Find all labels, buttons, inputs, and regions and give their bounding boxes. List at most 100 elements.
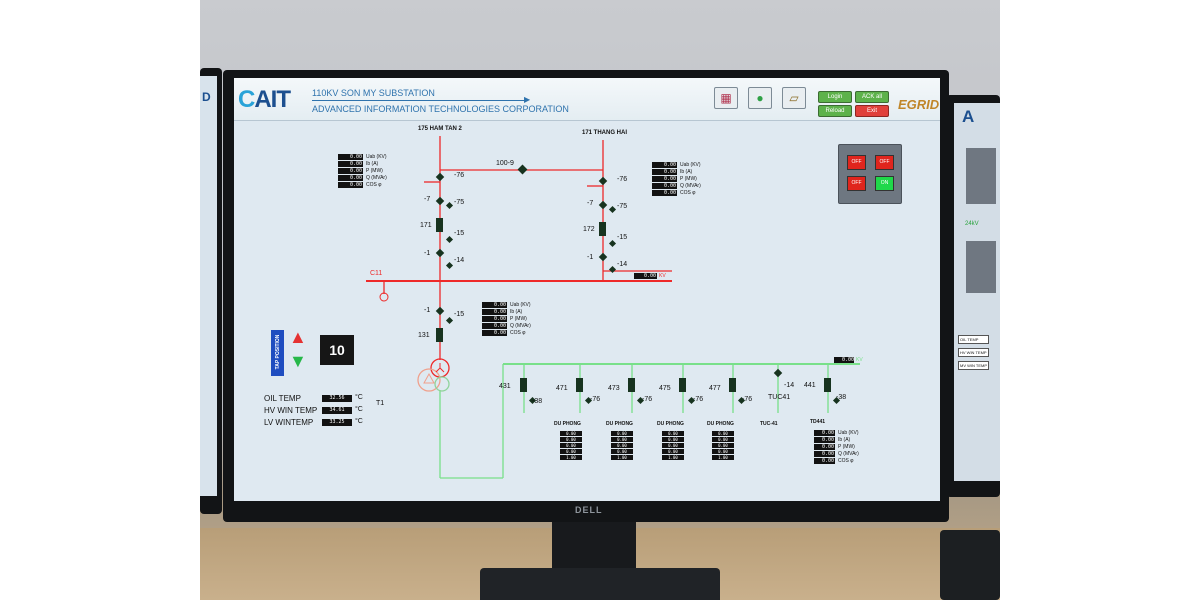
meas-right-q: 0.00 (652, 183, 677, 189)
diagram-view-button[interactable]: ▦ (714, 87, 738, 109)
alarm-cell-4[interactable]: ON (875, 176, 894, 191)
earth-473 (636, 396, 645, 405)
lv-stack-477-v4: 0.00 (712, 449, 734, 454)
meas-right-uab: 0.00 (652, 162, 677, 168)
lv-name-441: TD441 (810, 419, 826, 425)
app-header: CAIT 110KV SON MY SUBSTATION ADVANCED IN… (234, 78, 940, 121)
oil-temp-value: 32.56 (322, 395, 352, 402)
reload-button[interactable]: Reload (818, 105, 852, 117)
meas-left-ib: 0.00 (338, 161, 363, 167)
lv-stack-475-v1: 0.00 (662, 431, 684, 436)
left-monitor-logo: D (202, 90, 211, 104)
meas-left-uab-label: Uab (KV) (366, 154, 387, 160)
document-icon: ▱ (789, 91, 799, 105)
iso-left-7 (435, 196, 445, 206)
t1-iso-1-label: -1 (424, 307, 431, 314)
earth-131-15 (445, 316, 454, 325)
alarm-cell-3[interactable]: OFF (847, 176, 866, 191)
meas-t1-cos: 0.00 (482, 330, 507, 336)
oil-temp-label: OIL TEMP (264, 394, 301, 403)
earth-475 (687, 396, 696, 405)
right-temp-label-3: MV WIN TEMP (958, 361, 990, 370)
lv-stack-471-v4: 0.00 (560, 449, 582, 454)
iso-right-1 (598, 252, 608, 262)
meas-441-cos: 0.00 (814, 458, 835, 464)
breaker-477 (729, 378, 736, 392)
left-breaker-label: 171 (420, 222, 432, 229)
right-alarm-box-1 (966, 148, 996, 204)
right-monitor-logo: A (962, 107, 975, 126)
meas-left-cos: 0.00 (338, 182, 363, 188)
right-monitor-screen: A 24kV OIL TEMP HV WIN TEMP MV WIN TEMP (954, 103, 1000, 481)
right-temp-label-1: OIL TEMP (958, 335, 990, 344)
right-monitor: A 24kV OIL TEMP HV WIN TEMP MV WIN TEMP (946, 95, 1000, 497)
earth-431 (528, 396, 537, 405)
lv-stack-473-v4: 0.00 (611, 449, 633, 454)
lv-iso-441: -38 (836, 394, 847, 401)
meas-441-uab: 0.00 (814, 430, 835, 436)
tap-position-text: TAP POSITION (275, 334, 281, 370)
right-bus-readout: 0.00 KV (634, 273, 666, 279)
iso-left-1 (435, 248, 445, 258)
right-iso-75-label: -75 (617, 203, 628, 210)
single-line-diagram (366, 136, 860, 479)
meas-441-uab-label: Uab (KV) (838, 430, 859, 436)
lv-iso-tuc41-14: -14 (784, 382, 795, 389)
meas-right-ib: 0.00 (652, 169, 677, 175)
lv-iso-475: -76 (693, 396, 704, 403)
lv-breaker-441: 441 (804, 382, 816, 389)
meas-t1-uab-label: Uab (KV) (510, 302, 531, 308)
feeder-right-name: 171 THANG HAI (582, 130, 628, 136)
report-view-button[interactable]: ▱ (782, 87, 806, 109)
meas-left-p-label: P (MW) (366, 168, 383, 174)
hv-win-temp-label: HV WIN TEMP (264, 406, 318, 415)
earth-477 (737, 396, 746, 405)
right-temp-list: OIL TEMP HV WIN TEMP MV WIN TEMP (958, 335, 990, 370)
meas-441-ib-label: Ib (A) (838, 437, 851, 443)
left-iso-7-label: -7 (424, 196, 431, 203)
alarm-cell-2[interactable]: OFF (875, 155, 894, 170)
earth-right-14 (608, 265, 617, 274)
earth-left-15 (445, 235, 454, 244)
lv-iso-471: -76 (590, 396, 601, 403)
left-iso-15-label: -15 (454, 230, 465, 237)
meas-t1-q: 0.00 (482, 323, 507, 329)
alarm-view-button[interactable]: ● (748, 87, 772, 109)
breaker-471 (576, 378, 583, 392)
lv-stack-475-v3: 0.00 (662, 443, 684, 448)
meas-t1-ib-label: Ib (A) (510, 309, 523, 315)
left-iso-75-label: -75 (454, 199, 465, 206)
lv-stack-477-v2: 0.00 (712, 437, 734, 442)
exit-button[interactable]: Exit (855, 105, 889, 117)
right-iso-15-label: -15 (617, 234, 628, 241)
meas-right-p-label: P (MW) (680, 176, 697, 182)
login-button[interactable]: Login (818, 91, 852, 103)
meas-left-p: 0.00 (338, 168, 363, 174)
meas-left-q-label: Q (MVAr) (366, 175, 387, 181)
left-monitor: D (200, 68, 222, 514)
meas-441-ib: 0.00 (814, 437, 835, 443)
main-monitor: DELL CAIT 110KV SON MY SUBSTATION ADVANC… (223, 70, 949, 522)
monitor-stand (552, 520, 636, 576)
t1-iso-15-label: -15 (454, 311, 465, 318)
left-monitor-screen: D (200, 76, 217, 496)
breaker-473 (628, 378, 635, 392)
meas-right-cos: 0.00 (652, 190, 677, 196)
meas-left-q: 0.00 (338, 175, 363, 181)
keyboard-right (940, 530, 1000, 600)
tap-raise-button[interactable]: ▲ (289, 327, 307, 347)
iso-131-1 (435, 306, 445, 316)
ack-all-button[interactable]: ACK all (855, 91, 889, 103)
alarm-cell-1[interactable]: OFF (847, 155, 866, 170)
t1-name-label: T1 (376, 400, 385, 407)
lv-win-temp-value: 33.25 (322, 419, 352, 426)
transformer-delta-symbol (423, 372, 435, 384)
tap-lower-button[interactable]: ▼ (289, 351, 307, 371)
lv-stack-475-v5: 1.00 (662, 455, 684, 460)
meas-t1-cos-label: COS φ (510, 330, 526, 336)
breaker-431 (520, 378, 527, 392)
earth-471 (584, 396, 593, 405)
earth-left-75 (445, 201, 454, 210)
